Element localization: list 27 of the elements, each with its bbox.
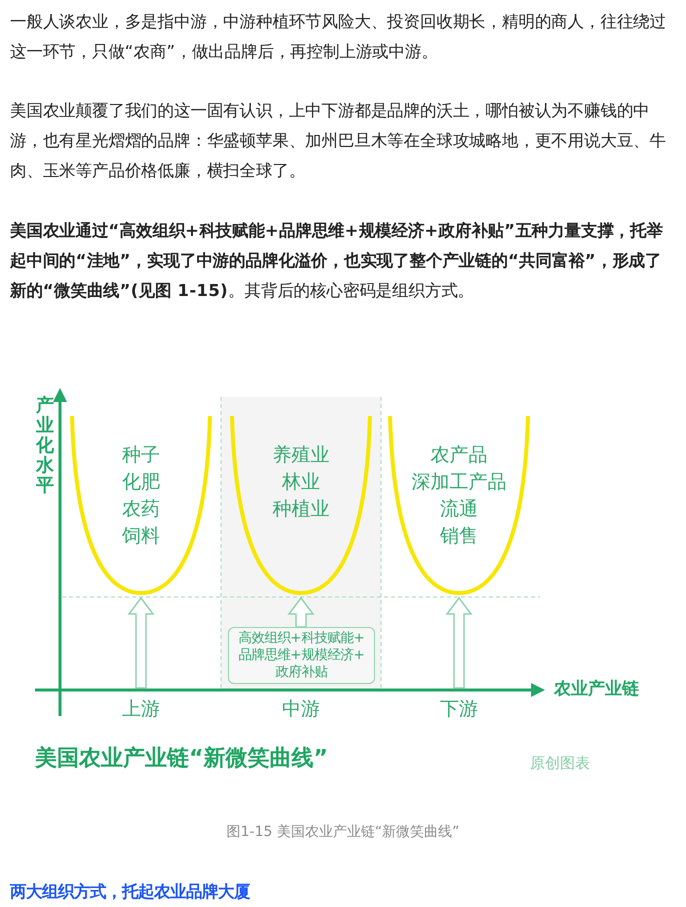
stage-label: 上游 <box>122 697 160 722</box>
source-note: 原创图表 <box>530 753 590 774</box>
hollow-arrow <box>128 596 154 689</box>
body-paragraph: 美国农业颠覆了我们的这一固有认识，上中下游都是品牌的沃土，哪怕被认为不赚钱的中游，也有星光熠熠的品牌：华盛顿苹果、加州巴旦木等在全球攻城略地，更不用说大豆、牛肉、玉米等产品价格低廉，横扫全球了。 <box>10 100 667 182</box>
figure-caption: 图1-15 美国农业产业链“新微笑曲线” <box>226 823 460 842</box>
body-paragraph: 美国农业通过“高效组织+科技赋能+品牌思维+规模经济+政府补贴”五种力量支撑，托举起中间的“洼地”，实现了中游的品牌化溢价，也实现了整个产业链的“共同富裕”，形成了新的“微笑曲线”(见图 1-15)。其背后的核心密码是组织方式。 <box>10 220 664 302</box>
stage-item-text: 化肥 <box>122 470 160 495</box>
factor-box: 高效组织+科技赋能+品牌思维+规模经济+政府补贴 <box>228 627 375 684</box>
chart-title: 美国农业产业链“新微笑曲线” <box>35 744 328 773</box>
axis-label: 农业产业链 <box>554 678 639 700</box>
stage-item-text: 种植业 <box>272 497 330 522</box>
stage-item-text: 种子 <box>122 443 160 468</box>
section-heading: 两大组织方式，托起农业品牌大厦 <box>10 881 250 903</box>
stage-item-text: 农药 <box>122 497 160 522</box>
stage-label: 下游 <box>440 697 478 722</box>
body-paragraph: 一般人谈农业，多是指中游，中游种植环节风险大、投资回收期长，精明的商人，往往绕过这一环节，只做“农商”，做出品牌后，再控制上游或中游。 <box>10 11 667 63</box>
stage-item-text: 销售 <box>440 524 478 549</box>
stage-item-text: 养殖业 <box>272 443 330 468</box>
stage-item-text: 深加工产品 <box>412 470 506 495</box>
stage-label: 中游 <box>282 697 320 722</box>
axis-label: 产业化水平 <box>36 396 55 496</box>
stage-item-text: 流通 <box>440 497 478 522</box>
stage-item-text: 林业 <box>282 470 320 495</box>
hollow-arrow <box>446 596 472 689</box>
stage-item-text: 农产品 <box>430 443 488 468</box>
hollow-arrow <box>288 596 314 628</box>
stage-item-text: 饲料 <box>122 524 160 549</box>
